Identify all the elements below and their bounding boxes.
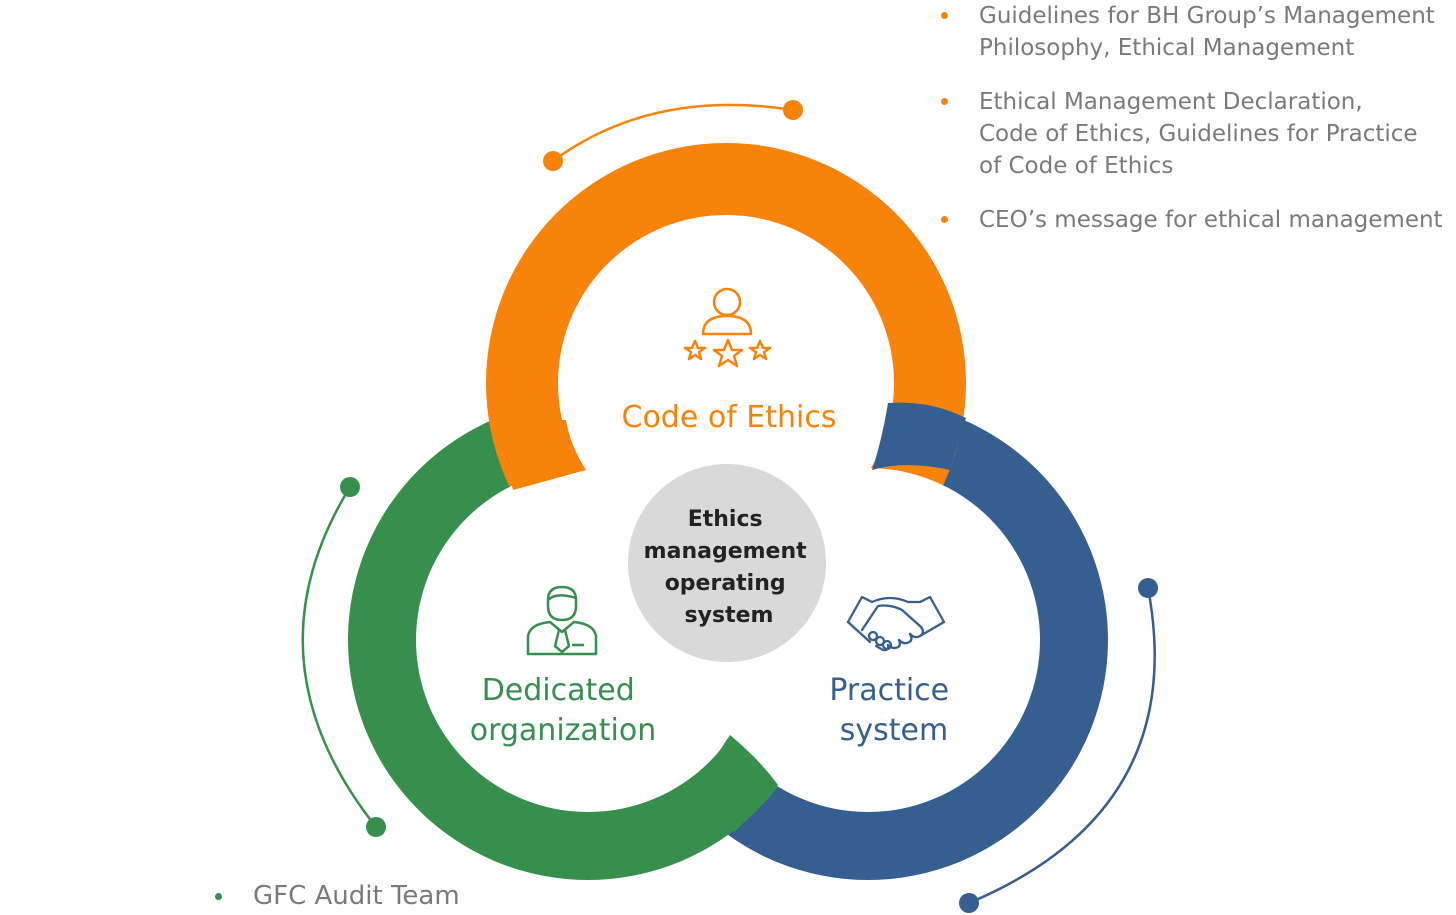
center-circle <box>628 464 826 662</box>
blue-arc <box>968 587 1156 905</box>
bullet-dot-icon <box>941 216 948 223</box>
center-label-line-1: Ethics <box>688 507 763 532</box>
center-label: Ethics management operating system <box>644 507 815 628</box>
dedicated-organization-bullet-list: GFC Audit Team <box>215 878 615 914</box>
person-three-stars-icon <box>683 287 772 368</box>
blue-overlap-segment <box>872 402 966 470</box>
dedicated-organization-label: Dedicated organization <box>470 673 657 748</box>
code-of-ethics-label: Code of Ethics <box>622 400 837 435</box>
orange-arc <box>552 103 794 163</box>
bullet-dot-icon <box>215 893 222 900</box>
bullet-dot-icon <box>941 12 948 19</box>
businessman-tie-icon <box>526 585 598 656</box>
list-item: CEO’s message for ethical management <box>941 204 1456 236</box>
list-item: GFC Audit Team <box>215 878 615 914</box>
green-arc <box>301 486 377 828</box>
bullet-dot-icon <box>941 98 948 105</box>
blue-arc-dot-top <box>1138 578 1158 598</box>
orange-overlap-segment <box>490 420 586 490</box>
green-arc-dot-top <box>340 477 360 497</box>
center-label-line-4: system <box>685 603 774 628</box>
handshake-icon <box>846 595 946 652</box>
blue-arc-dot-bottom <box>959 893 979 913</box>
practice-system-label: Practice system <box>829 673 958 748</box>
orange-arc-dot-left <box>543 151 563 171</box>
center-label-line-3: operating <box>665 571 786 596</box>
orange-arc-dot-right <box>783 100 803 120</box>
center-label-line-2: management <box>644 539 807 564</box>
green-arc-dot-bottom <box>366 817 386 837</box>
hole-orange <box>558 215 894 551</box>
list-item: Guidelines for BH Group’s Management Phi… <box>941 0 1456 64</box>
list-item: Ethical Management Declaration, Code of … <box>941 86 1456 182</box>
code-of-ethics-bullet-list: Guidelines for BH Group’s Management Phi… <box>941 0 1456 236</box>
decorative-arcs <box>301 100 1158 913</box>
green-overlap-segment <box>700 735 778 832</box>
